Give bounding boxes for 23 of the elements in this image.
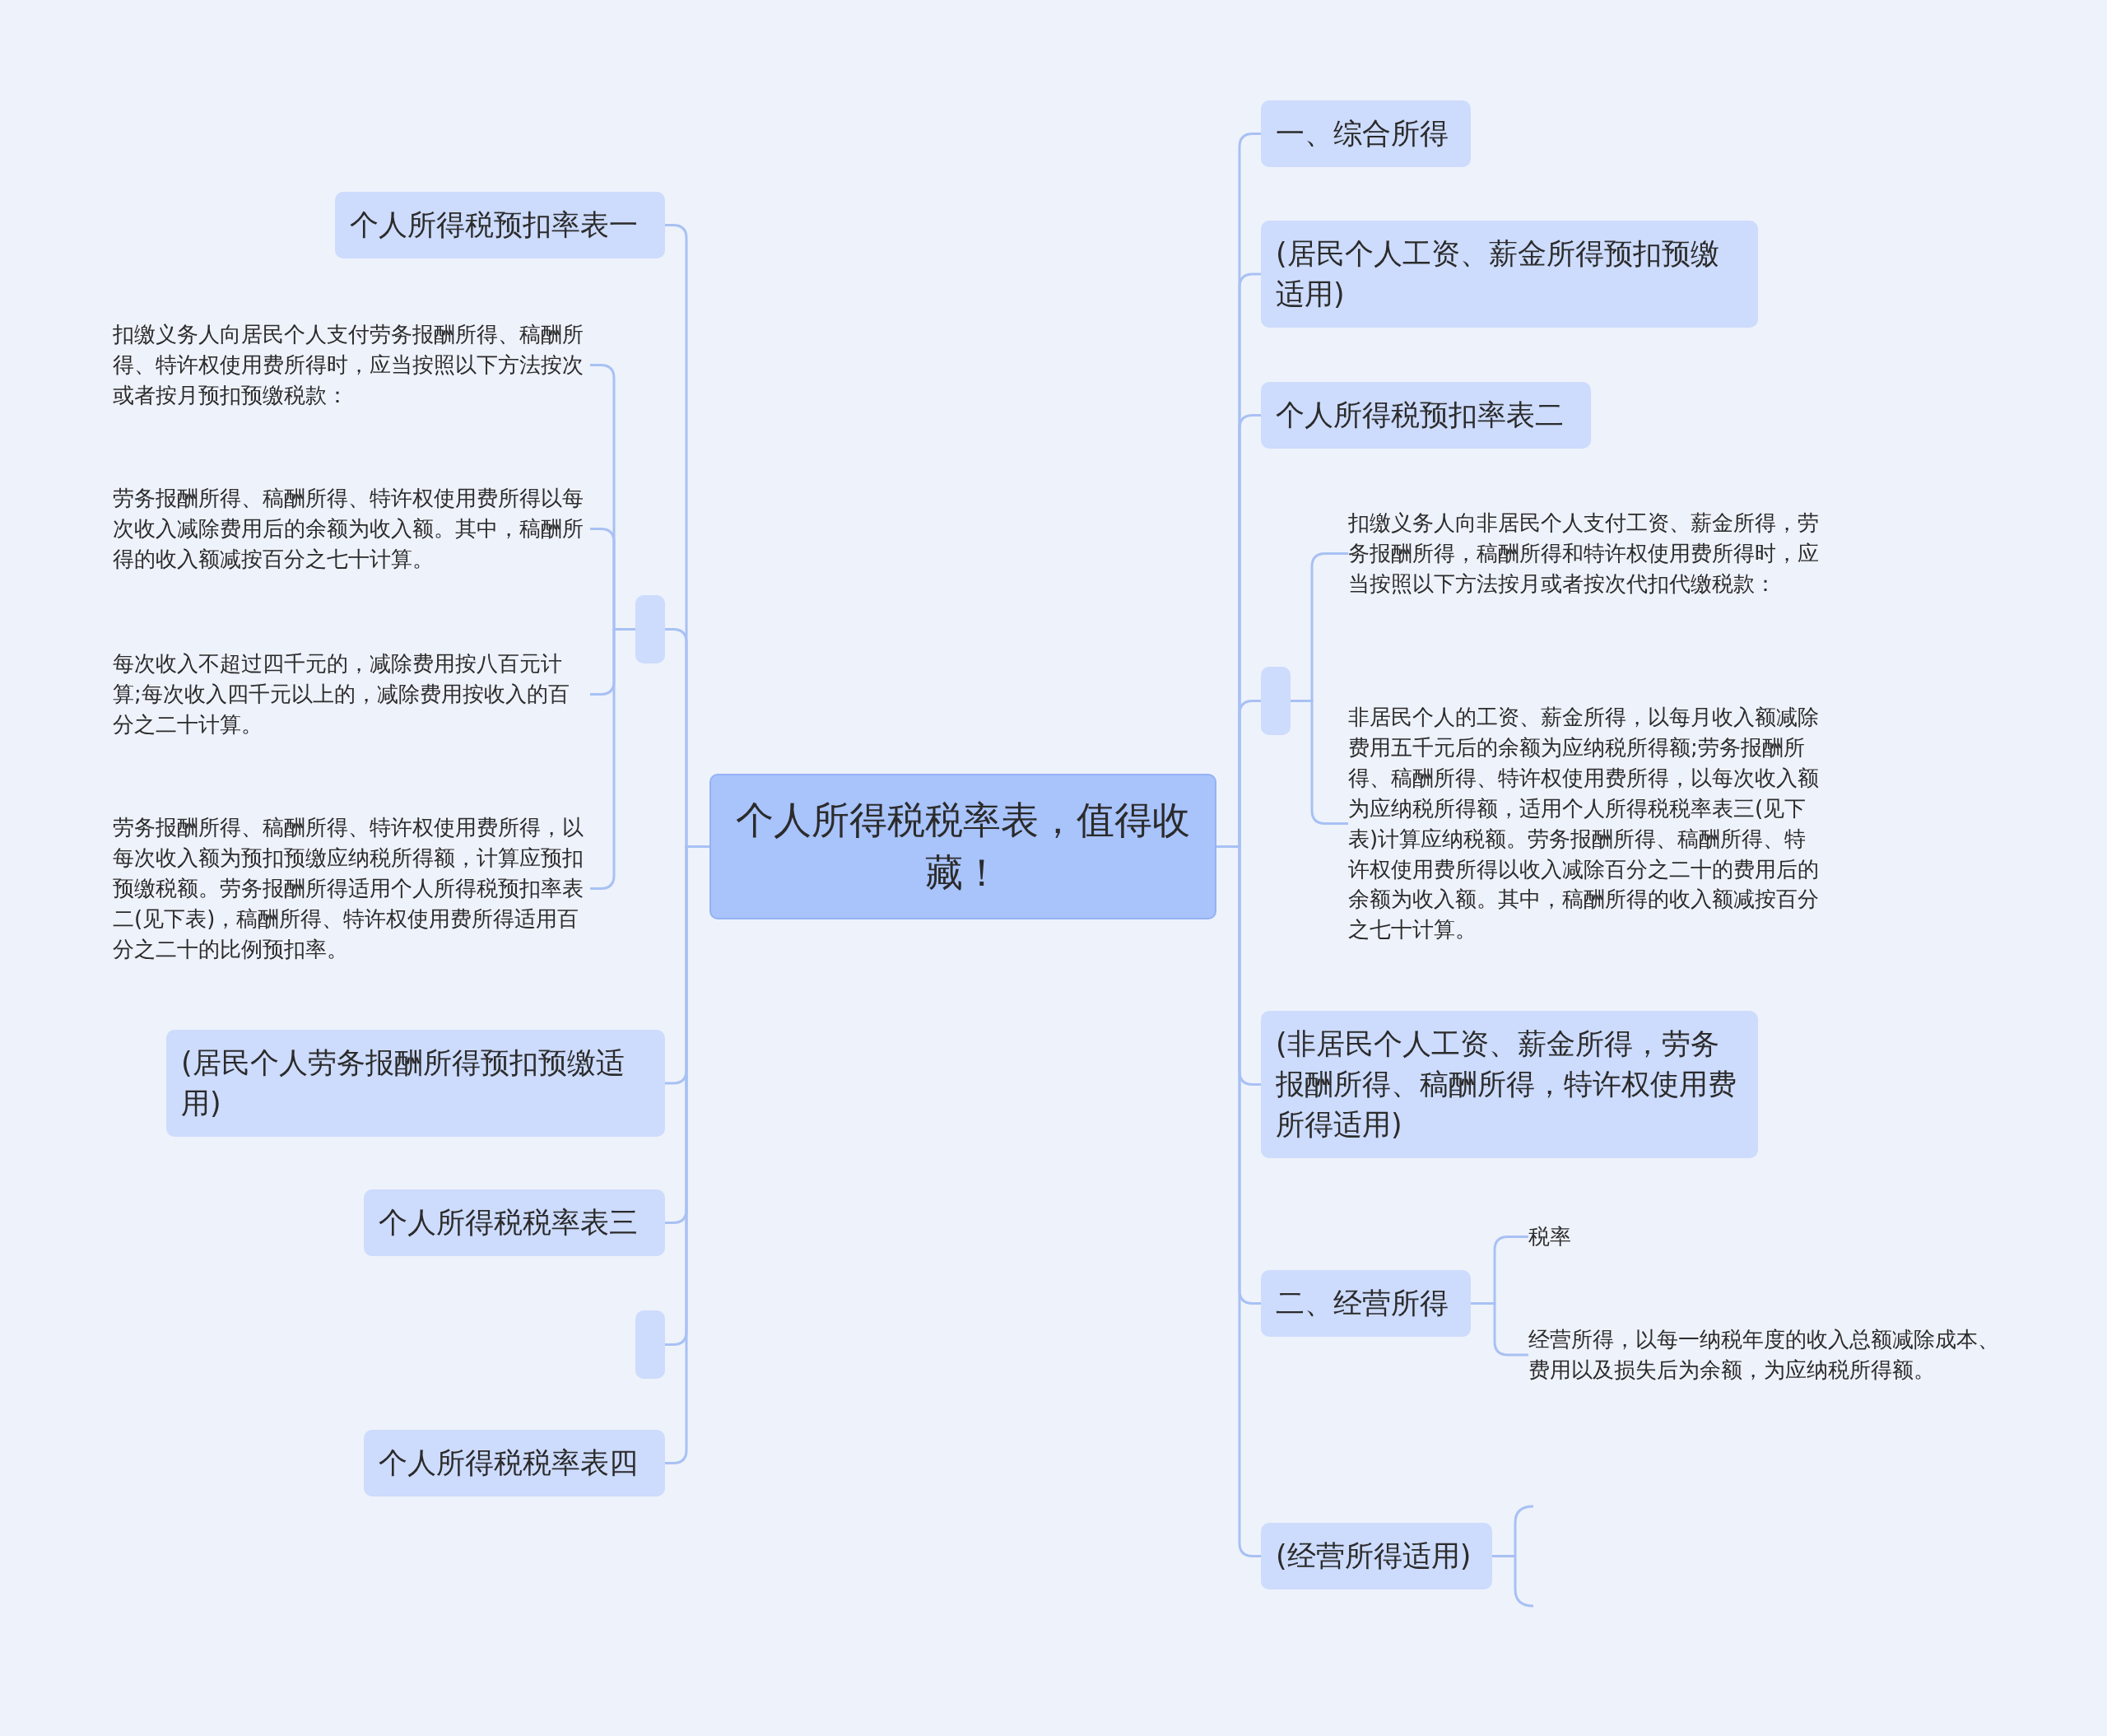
topic-box: (居民个人劳务报酬所得预扣预缴适用): [166, 1030, 665, 1137]
topic-text: 税率: [1528, 1222, 2006, 1252]
topic-box: 一、综合所得: [1261, 100, 1471, 167]
empty-topic-box: [635, 595, 665, 663]
topic-box: 个人所得税税率表三: [364, 1189, 665, 1256]
empty-topic-box: [1261, 667, 1291, 735]
topic-text: 经营所得，以每一纳税年度的收入总额减除成本、费用以及损失后为余额，为应纳税所得额。: [1528, 1324, 2006, 1385]
topic-text: 扣缴义务人向居民个人支付劳务报酬所得、稿酬所得、特许权使用费所得时，应当按照以下方法按次或者按月预扣预缴税款：: [113, 319, 590, 411]
topic-box: 个人所得税税率表四: [364, 1430, 665, 1496]
central-topic-box: 个人所得税税率表，值得收藏！: [709, 774, 1216, 919]
topic-text: 非居民个人的工资、薪金所得，以每月收入额减除费用五千元后的余额为应纳税所得额;劳务报酬所得、稿酬所得、特许权使用费所得，以每次收入额为应纳税所得额，适用个人所得税税率表三(见下表)计算应纳税额。劳务报酬所得、稿酬所得、特许权使用费所得以收入减除百分之二十的费用后的余额为收入额。其中，稿酬所得的收入额减按百分之七十计算。: [1348, 702, 1826, 946]
topic-box: 个人所得税预扣率表二: [1261, 382, 1591, 449]
topic-text: 扣缴义务人向非居民个人支付工资、薪金所得，劳务报酬所得，稿酬所得和特许权使用费所得时，应当按照以下方法按月或者按次代扣代缴税款：: [1348, 508, 1826, 599]
topic-text: 劳务报酬所得、稿酬所得、特许权使用费所得以每次收入减除费用后的余额为收入额。其中，稿酬所得的收入额减按百分之七十计算。: [113, 483, 590, 575]
empty-topic-box: [635, 1310, 665, 1379]
topic-box: 个人所得税预扣率表一: [335, 192, 665, 258]
topic-box: (经营所得适用): [1261, 1523, 1492, 1589]
topic-box: 二、经营所得: [1261, 1270, 1471, 1337]
topic-text: 每次收入不超过四千元的，减除费用按八百元计算;每次收入四千元以上的，减除费用按收入的百分之二十计算。: [113, 649, 590, 740]
topic-text: 劳务报酬所得、稿酬所得、特许权使用费所得，以每次收入额为预扣预缴应纳税所得额，计算应预扣预缴税额。劳务报酬所得适用个人所得税预扣率表二(见下表)，稿酬所得、特许权使用费所得适用百分之二十的比例预扣率。: [113, 812, 590, 965]
topic-box: (居民个人工资、薪金所得预扣预缴适用): [1261, 221, 1758, 328]
topic-box: (非居民个人工资、薪金所得，劳务报酬所得、稿酬所得，特许权使用费所得适用): [1261, 1011, 1758, 1158]
connector-line: [1291, 700, 1348, 825]
